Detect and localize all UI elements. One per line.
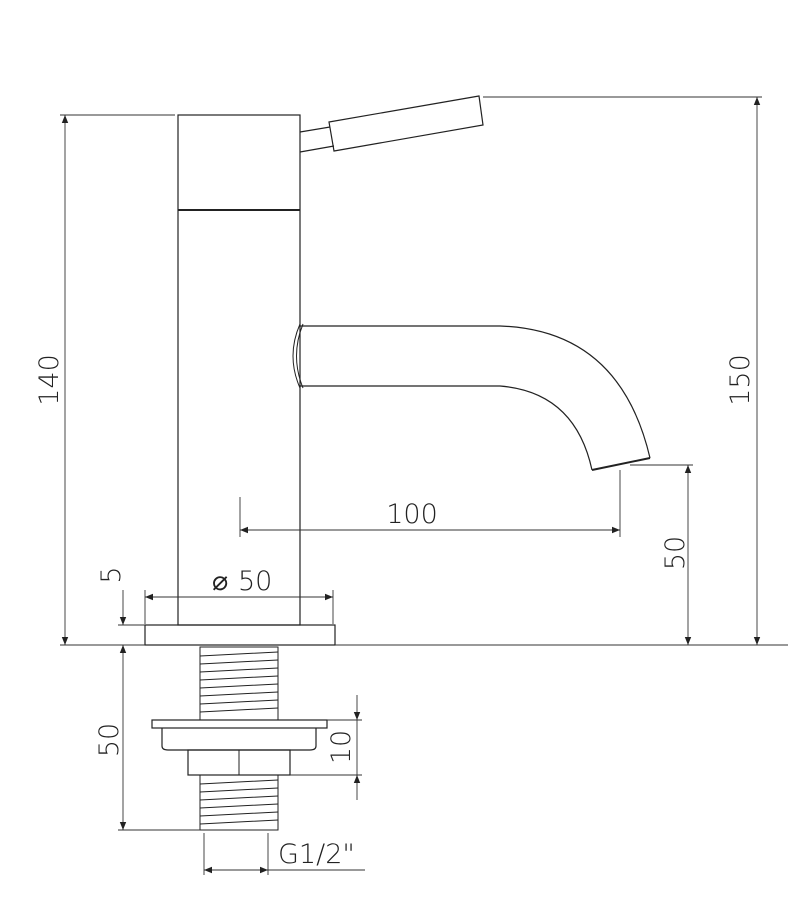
dimension-100: 100 xyxy=(239,470,621,537)
lower-thread xyxy=(199,774,279,831)
svg-text:5: 5 xyxy=(96,566,127,583)
dimension-diameter-50: ⌀ 50 xyxy=(144,566,334,624)
dimension-shank-50: 50 xyxy=(94,645,200,831)
dimension-150: 150 xyxy=(483,96,762,645)
svg-text:10: 10 xyxy=(326,730,357,764)
svg-text:140: 140 xyxy=(34,354,65,406)
lever-handle xyxy=(299,95,484,153)
tap-body xyxy=(177,114,301,626)
dimension-thread: G1/2" xyxy=(203,833,365,875)
dimension-spout-height-50: 50 xyxy=(630,464,693,645)
diameter-symbol: ⌀ xyxy=(212,566,228,597)
upper-thread xyxy=(199,646,279,721)
spout xyxy=(292,323,651,471)
svg-text:150: 150 xyxy=(725,354,756,406)
fixing-nut xyxy=(151,719,328,776)
dimension-140: 140 xyxy=(34,114,175,645)
svg-text:50: 50 xyxy=(660,536,691,570)
svg-text:G1/2": G1/2" xyxy=(278,839,355,870)
dimension-10: 10 xyxy=(290,695,362,800)
dimension-5: 5 xyxy=(96,566,145,626)
svg-text:100: 100 xyxy=(386,499,438,530)
svg-text:50: 50 xyxy=(238,566,272,597)
base-plate xyxy=(144,624,336,646)
svg-text:50: 50 xyxy=(94,723,125,757)
